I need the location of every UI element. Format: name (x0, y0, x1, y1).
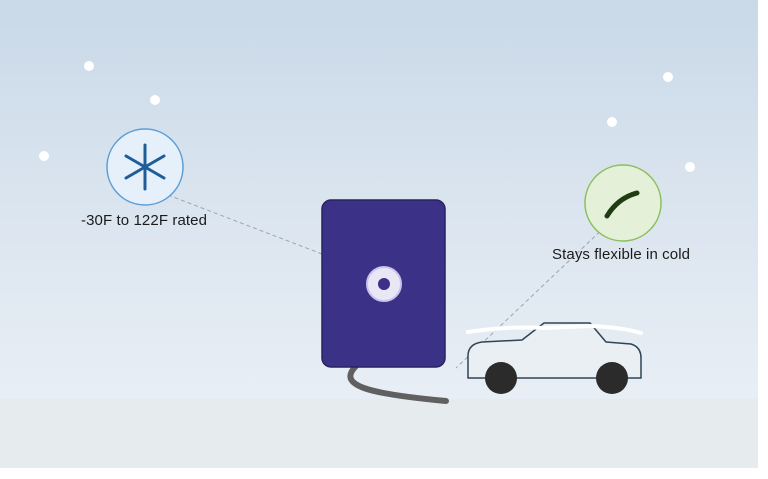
snow-particle (685, 162, 695, 172)
scene-illustration (106, 128, 662, 404)
car-roof-snow (466, 323, 643, 335)
snowflake-icon (124, 143, 166, 191)
temperature-rating-label: -30F to 122F rated (81, 212, 208, 229)
ev-charger (321, 199, 446, 368)
charging-cable (347, 363, 449, 404)
snow-particle (607, 117, 617, 127)
car-front-wheel (596, 362, 628, 394)
snow-particle (39, 151, 49, 161)
temperature-callout (106, 128, 184, 206)
flexibility-badge (584, 164, 662, 242)
charger-port-center (378, 278, 390, 290)
flexibility-label: Stays flexible in cold (552, 246, 691, 263)
snow-particle (663, 72, 673, 82)
flexibility-callout (584, 164, 662, 242)
car-rear-wheel (485, 362, 517, 394)
car-icon (466, 322, 643, 394)
snow-particle (150, 95, 160, 105)
snowy-ground (0, 399, 758, 468)
winter-charging-scene: -30F to 122F rated Stays flexible in col… (0, 0, 758, 468)
car-body (467, 322, 642, 379)
snow-particle (84, 61, 94, 71)
flexible-cable-icon (604, 190, 640, 219)
